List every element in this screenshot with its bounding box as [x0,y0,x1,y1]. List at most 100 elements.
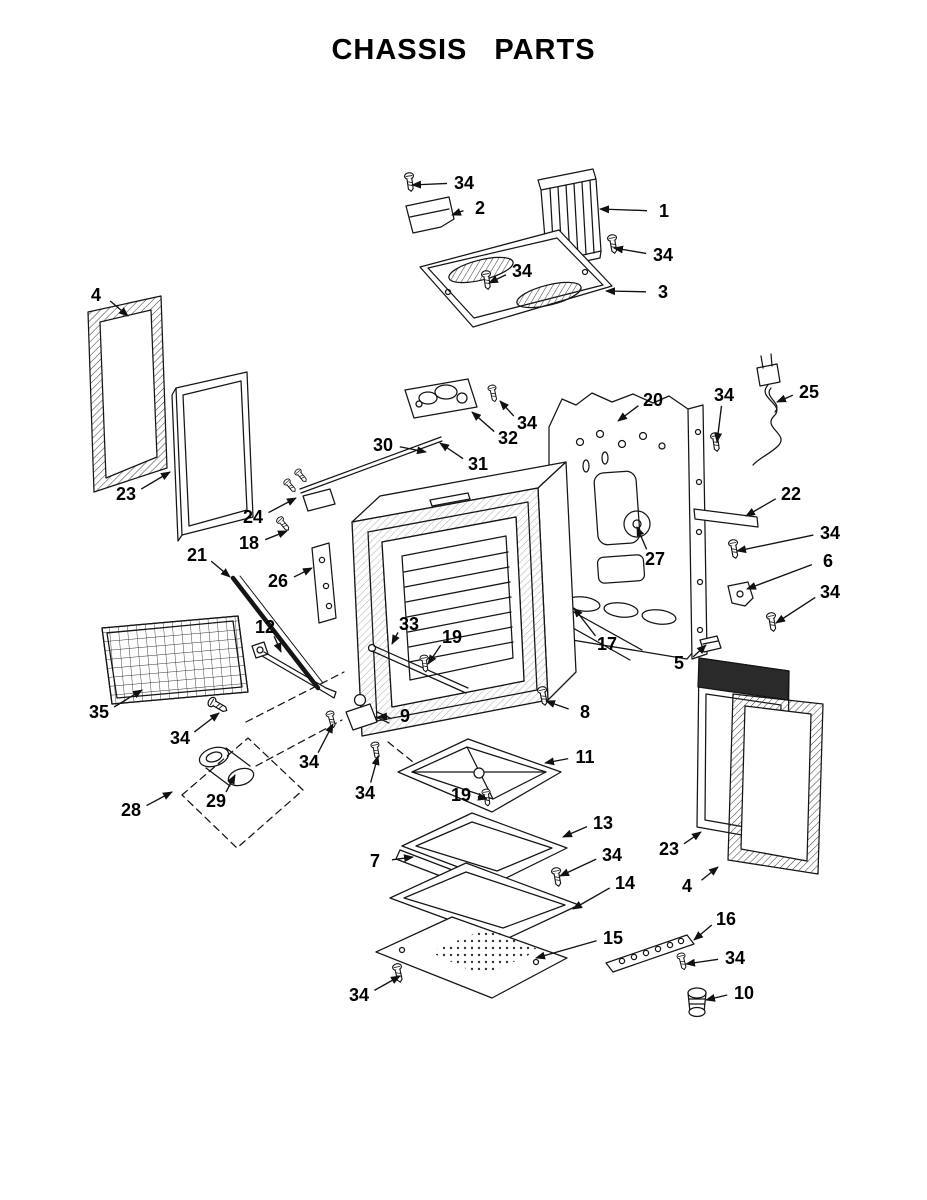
callout-arrow-34 [736,534,814,554]
callout-arrow-7 [391,854,414,863]
callout-26: 26 [268,571,288,591]
callout-34: 34 [714,385,734,405]
callout-arrow-10 [705,994,728,1002]
callout-arrow-4 [701,866,719,881]
callout-arrow-32 [471,411,495,433]
part-trim-22 [693,508,759,528]
callout-34: 34 [512,261,532,281]
callout-arrow-8 [545,700,569,710]
part-side-panel-left-inner-23 [171,371,254,542]
callout-34: 34 [602,845,622,865]
screw-icon [709,431,723,453]
callout-arrow-14 [572,887,611,910]
callout-5: 5 [674,653,684,673]
part-valve-9 [345,693,391,731]
callout-4: 4 [91,285,101,305]
callout-arrow-34 [369,755,380,783]
callout-arrow-33 [391,632,400,645]
callout-20: 20 [643,390,663,410]
callout-arrow-31 [439,442,464,460]
part-leveling-foot-10 [687,987,707,1018]
callout-4: 4 [682,876,692,896]
callout-17: 17 [597,634,617,654]
callout-arrow-34 [488,274,507,284]
screw-icon [205,695,230,716]
callout-34: 34 [517,413,537,433]
callout-18: 18 [239,533,259,553]
part-rod-30-31 [299,436,443,494]
callout-27: 27 [645,549,665,569]
callout-arrow-13 [562,826,588,838]
callout-arrow-22 [745,498,777,517]
callout-11: 11 [575,747,594,767]
callout-14: 14 [615,873,635,893]
screw-icon [403,171,417,193]
callout-7: 7 [370,851,380,871]
part-bake-element-33 [367,643,469,694]
callout-arrow-34 [613,245,647,255]
callout-arrow-16 [693,924,713,941]
callout-12: 12 [255,617,275,637]
callout-arrow-34 [317,723,334,754]
callout-23: 23 [659,839,679,859]
callout-3: 3 [658,282,668,302]
page-title: CHASSIS PARTS [331,34,596,66]
part-oven-rack-35 [101,615,249,705]
callout-31: 31 [468,454,488,474]
callout-arrow-23 [683,831,702,845]
callout-arrow-3 [605,287,647,296]
callout-arrow-34 [775,596,816,624]
callout-19: 19 [442,627,462,647]
callout-arrow-4 [109,300,129,317]
screw-icon [675,951,689,972]
callout-arrow-5 [692,644,707,658]
callout-30: 30 [373,435,393,455]
part-bottom-panel-15 [375,916,568,999]
callout-arrow-1 [599,205,648,214]
callout-arrow-15 [535,940,597,960]
callout-arrow-11 [544,757,569,766]
callout-34: 34 [820,582,840,602]
callout-28: 28 [121,800,141,820]
part-trim-21 [230,575,324,691]
callout-16: 16 [716,909,736,929]
callout-35: 35 [89,702,109,722]
part-top-panel-3 [419,229,613,328]
callout-13: 13 [593,813,613,833]
part-bracket-6 [727,581,754,607]
callout-arrow-34 [499,400,515,417]
screw-icon [727,538,741,560]
part-side-panel-left-outer-4 [87,295,168,493]
callout-arrow-19 [477,792,488,801]
callout-23: 23 [116,484,136,504]
callout-arrow-25 [776,394,794,403]
callout-arrow-34 [411,180,448,189]
callout-21: 21 [187,545,207,565]
callout-34: 34 [820,523,840,543]
callout-arrow-27 [636,526,648,550]
callout-34: 34 [299,752,319,772]
part-dashed-outline-28 [181,737,304,849]
callout-1: 1 [659,201,669,221]
callout-34: 34 [349,985,369,1005]
callout-arrow-19 [427,644,442,665]
callout-9: 9 [400,706,410,726]
part-broil-pan-11 [397,738,562,813]
callout-29: 29 [206,791,226,811]
callout-24: 24 [243,507,263,527]
screw-icon [486,383,500,404]
callout-arrow-34 [559,858,597,877]
callout-arrow-29 [225,774,236,793]
callout-34: 34 [725,948,745,968]
screw-icon [282,477,299,495]
screw-icon [293,467,310,485]
part-burner-box-32 [404,378,478,419]
callout-10: 10 [734,983,754,1003]
callout-arrow-2 [451,208,464,216]
callout-arrow-34 [714,405,723,443]
callout-2: 2 [475,198,485,218]
callout-arrow-9 [377,712,389,721]
